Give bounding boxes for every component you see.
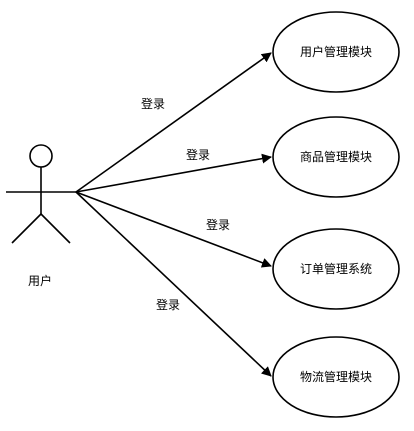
- use-case-label-4: 物流管理模块: [300, 369, 372, 384]
- actor-right-leg: [40, 213, 71, 244]
- use-case-logistics-management: 物流管理模块: [272, 336, 400, 418]
- use-case-label-3: 订单管理系统: [300, 261, 372, 276]
- actor-head: [29, 144, 53, 168]
- association-arrow-1: [75, 52, 272, 193]
- association-label-3: 登录: [206, 217, 230, 232]
- use-case-product-management: 商品管理模块: [272, 116, 400, 198]
- association-label-4: 登录: [156, 297, 180, 312]
- association-arrow-4: [75, 191, 272, 377]
- use-case-label-2: 商品管理模块: [300, 149, 372, 164]
- actor-left-leg: [11, 213, 42, 244]
- association-label-2: 登录: [186, 147, 210, 162]
- association-label-1: 登录: [141, 96, 165, 111]
- use-case-user-management: 用户管理模块: [272, 11, 400, 93]
- association-arrow-3: [75, 191, 272, 268]
- use-case-label-1: 用户管理模块: [300, 44, 372, 59]
- association-arrow-2: [75, 153, 272, 193]
- use-case-order-management: 订单管理系统: [272, 228, 400, 310]
- actor-user: 用户: [6, 144, 76, 288]
- actor-label: 用户: [28, 273, 52, 288]
